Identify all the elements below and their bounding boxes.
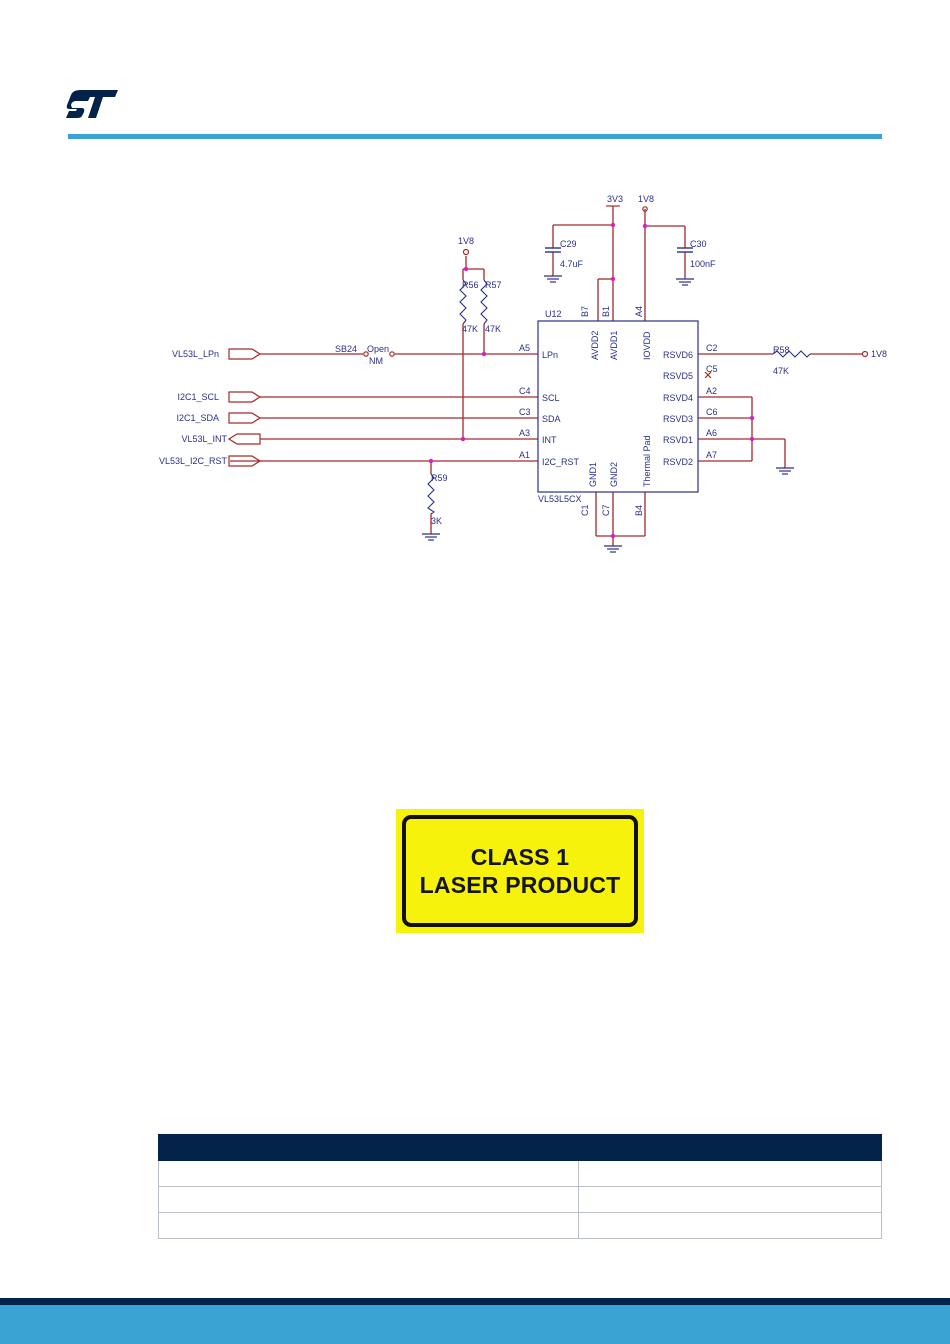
jumper-note: NM: [369, 356, 383, 366]
table-cell: [578, 1186, 882, 1213]
pin-name: RSVD3: [663, 414, 693, 424]
pin-num: A2: [706, 386, 717, 396]
laser-label-line1: CLASS 1: [470, 844, 570, 870]
pin-name: SCL: [542, 393, 560, 403]
table-cell: [158, 1186, 579, 1213]
pin-num: A3: [519, 428, 530, 438]
pin-num: A6: [706, 428, 717, 438]
r58-value: 47K: [773, 366, 789, 376]
table-header-cell: [158, 1134, 579, 1161]
c30-ref: C30: [690, 239, 707, 249]
ic-body: [537, 320, 699, 493]
supply-1v8-label: 1V8: [638, 194, 654, 204]
pin-name: Thermal Pad: [642, 435, 652, 487]
pin-name: SDA: [542, 414, 561, 424]
pin-name: IOVDD: [642, 331, 652, 360]
r59-value: 3K: [431, 516, 442, 526]
pin-num: A4: [634, 306, 644, 317]
r59-ref: R59: [431, 473, 448, 483]
c29-value: 4.7uF: [560, 259, 584, 269]
supply-3v3-label: 3V3: [607, 194, 623, 204]
table-cell: [578, 1212, 882, 1239]
pin-num: C3: [519, 407, 531, 417]
spec-table: [158, 1134, 882, 1239]
port-label-int: VL53L_INT: [181, 434, 227, 444]
footer-band-blue: [0, 1305, 950, 1344]
pin-name: GND2: [609, 462, 619, 487]
table-row: [158, 1160, 882, 1187]
r56-ref: R56: [462, 280, 479, 290]
supply-1v8-pullup-label: 1V8: [458, 236, 474, 246]
jumper-ref: SB24: [335, 344, 357, 354]
footer-band-dark: [0, 1298, 950, 1305]
table-cell: [158, 1160, 579, 1187]
ic-ref: U12: [545, 309, 562, 319]
pin-name: RSVD5: [663, 371, 693, 381]
header-rule: [68, 134, 882, 139]
pin-num: C2: [706, 343, 718, 353]
c29-ref: C29: [560, 239, 577, 249]
table-row: [158, 1186, 882, 1213]
pin-num: C4: [519, 386, 531, 396]
c30-value: 100nF: [690, 259, 716, 269]
pin-name: AVDD1: [609, 331, 619, 360]
pin-name: INT: [542, 435, 557, 445]
table-cell: [158, 1212, 579, 1239]
port-label-sda: I2C1_SDA: [176, 413, 219, 423]
pin-num: A7: [706, 450, 717, 460]
table-header-cell: [578, 1134, 882, 1161]
pin-name: RSVD1: [663, 435, 693, 445]
r56-value: 47K: [462, 324, 478, 334]
supply-1v8-r58-label: 1V8: [871, 349, 887, 359]
pin-num: B4: [634, 505, 644, 516]
schematic-diagram: 3V3 1V8 1V8 1V8 C29 4.7uF C30 100nF R56 …: [159, 194, 887, 553]
laser-label-line2: LASER PRODUCT: [419, 872, 621, 898]
table-row: [158, 1212, 882, 1239]
pin-name: AVDD2: [590, 331, 600, 360]
pin-name: I2C_RST: [542, 457, 580, 467]
pin-num: C5: [706, 364, 718, 374]
pin-num: A1: [519, 450, 530, 460]
table-header: [158, 1134, 882, 1161]
pin-name: RSVD6: [663, 350, 693, 360]
pin-name: RSVD4: [663, 393, 693, 403]
r57-value: 47K: [485, 324, 501, 334]
pin-num: C6: [706, 407, 718, 417]
pin-num: B1: [601, 306, 611, 317]
pin-num: B7: [580, 306, 590, 317]
st-logo: [66, 90, 118, 118]
pin-num: C7: [601, 504, 611, 516]
r57-ref: R57: [485, 280, 502, 290]
pin-name: LPn: [542, 350, 558, 360]
ic-part-number: VL53L5CX: [538, 494, 582, 504]
port-label-rst: VL53L_I2C_RST: [159, 456, 228, 466]
pin-name: GND1: [588, 462, 598, 487]
port-label-lpn: VL53L_LPn: [172, 349, 219, 359]
laser-class-label: CLASS 1 LASER PRODUCT: [396, 809, 644, 933]
r58-ref: R58: [773, 345, 790, 355]
table-cell: [578, 1160, 882, 1187]
port-label-scl: I2C1_SCL: [177, 392, 219, 402]
jumper-state: Open: [367, 344, 389, 354]
pin-num: A5: [519, 343, 530, 353]
pin-name: RSVD2: [663, 457, 693, 467]
pin-num: C1: [580, 504, 590, 516]
